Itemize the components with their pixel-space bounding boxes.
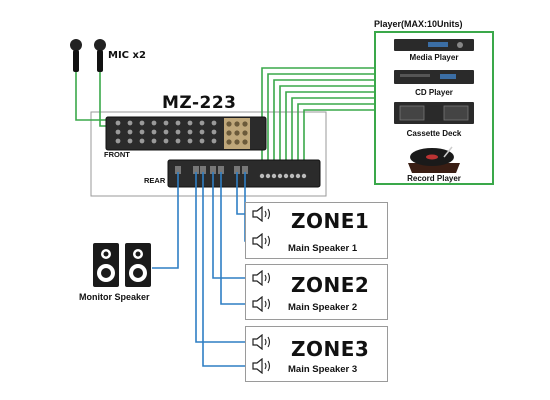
output-jack — [242, 166, 248, 174]
input-jack — [283, 173, 289, 179]
output-jack — [175, 166, 181, 174]
mixer-knob — [151, 120, 157, 126]
zone-2-title: ZONE2 — [291, 273, 370, 297]
monitor-speaker-icon — [93, 243, 151, 287]
player-label-cd: CD Player — [415, 88, 453, 97]
mixer-knob — [187, 138, 193, 144]
speaker-icon — [252, 206, 271, 222]
player-group-box: Media Player CD Player Cassette Deck Rec… — [374, 31, 494, 185]
input-jack — [271, 173, 277, 179]
rear-label: REAR — [144, 176, 166, 185]
mixer-knob — [211, 138, 217, 144]
mixer-knob — [115, 138, 121, 144]
input-cable — [273, 79, 374, 176]
zone-2-subtitle: Main Speaker 2 — [288, 302, 358, 313]
input-cable — [297, 103, 374, 176]
speaker-icon — [252, 358, 271, 374]
mixer-knob — [115, 120, 121, 126]
input-jack — [295, 173, 301, 179]
record-player-icon — [408, 146, 460, 173]
mixer-knob — [199, 129, 205, 135]
mixer-knob — [234, 121, 240, 127]
zone-2-box: ZONE2 Main Speaker 2 — [245, 264, 388, 320]
microphone-icon — [70, 39, 106, 72]
mixer-knob — [139, 138, 145, 144]
mixer-knob — [163, 129, 169, 135]
monitor-label: Monitor Speaker — [79, 292, 150, 302]
mixer-knob — [226, 121, 232, 127]
mixer-knob — [199, 120, 205, 126]
player-label-media: Media Player — [409, 53, 459, 62]
mixer-model-label: MZ-223 — [162, 93, 237, 113]
input-jack — [289, 173, 295, 179]
mixer-knob — [211, 120, 217, 126]
mixer-knob — [127, 120, 133, 126]
mixer-knob — [226, 130, 232, 136]
zone-output-cables — [152, 172, 250, 367]
speaker-icon — [252, 296, 271, 312]
mixer-knob — [187, 129, 193, 135]
cassette-deck-icon — [394, 102, 474, 124]
speaker-icon — [252, 334, 271, 350]
mixer-knob — [175, 129, 181, 135]
media-player-icon — [394, 39, 474, 51]
mixer-knob — [187, 120, 193, 126]
mixer-knob — [226, 139, 232, 145]
output-jack — [234, 166, 240, 174]
input-jack — [259, 173, 265, 179]
mixer-knob — [139, 120, 145, 126]
input-jack — [265, 173, 271, 179]
input-cable — [303, 109, 374, 176]
input-jack — [301, 173, 307, 179]
mixer-knob — [127, 129, 133, 135]
mixer-rear-panel — [167, 159, 321, 188]
input-cable — [279, 85, 374, 176]
output-jack — [210, 166, 216, 174]
output-jack — [193, 166, 199, 174]
zone-3-title: ZONE3 — [291, 337, 370, 361]
mixer-knob — [127, 138, 133, 144]
mic-label: MIC x2 — [108, 50, 146, 61]
mixer-knob — [199, 138, 205, 144]
player-label-record: Record Player — [407, 174, 461, 183]
player-label-cassette: Cassette Deck — [406, 129, 462, 138]
input-jack — [277, 173, 283, 179]
mixer-knob — [115, 129, 121, 135]
mixer-knob — [242, 130, 248, 136]
cd-player-icon — [394, 70, 474, 84]
input-cable — [291, 97, 374, 176]
mixer-knob — [175, 120, 181, 126]
player-header: Player(MAX:10Units) — [374, 19, 463, 29]
mixer-knob — [163, 120, 169, 126]
zone-1-subtitle: Main Speaker 1 — [288, 243, 358, 254]
zone-1-title: ZONE1 — [291, 209, 370, 233]
mixer-knob — [175, 138, 181, 144]
mixer-knob — [139, 129, 145, 135]
input-cable — [267, 73, 374, 176]
output-jack — [200, 166, 206, 174]
front-label: FRONT — [104, 150, 130, 159]
mixer-knob — [211, 129, 217, 135]
mixer-knob — [151, 129, 157, 135]
input-cable — [285, 91, 374, 176]
mixer-knob — [242, 139, 248, 145]
mixer-knob — [242, 121, 248, 127]
speaker-icon — [252, 270, 271, 286]
mixer-knob — [234, 139, 240, 145]
zone-3-box: ZONE3 Main Speaker 3 — [245, 326, 388, 382]
mixer-knob — [234, 130, 240, 136]
output-jack — [218, 166, 224, 174]
mixer-knob — [163, 138, 169, 144]
mixer-front-panel — [105, 116, 267, 151]
speaker-icon — [252, 233, 271, 249]
mixer-knob — [151, 138, 157, 144]
zone-3-subtitle: Main Speaker 3 — [288, 364, 358, 375]
